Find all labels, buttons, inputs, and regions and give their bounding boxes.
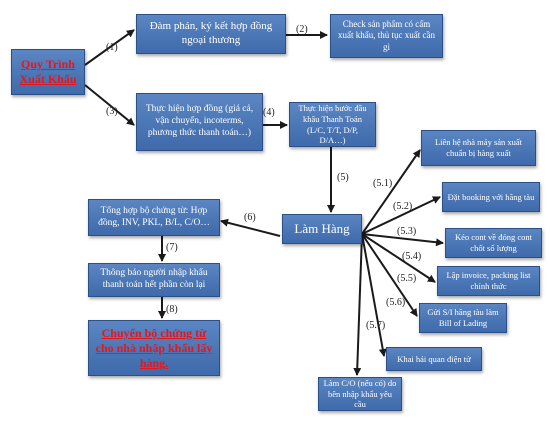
node-lam-hang: Làm Hàng <box>282 214 362 244</box>
node-thuc-hien-thanh-toan: Thực hiện bước đầu khâu Thanh Toán (L/C,… <box>289 102 376 147</box>
node-tong-hop-chung-tu: Tổng hợp bộ chứng từ: Hợp đồng, INV, PKL… <box>88 199 220 236</box>
step-label-5: (5) <box>337 172 349 183</box>
node-keo-cont: Kéo cont về đóng cont chốt số lượng <box>445 228 542 258</box>
node-chuyen-bo-chung-tu: Chuyển bộ chứng từ cho nhà nhập khẩu lấy… <box>88 320 220 376</box>
node-dat-booking: Đặt booking với hãng tàu <box>442 182 540 212</box>
node-lam-co: Làm C/O (nếu có) do bên nhập khẩu yêu cầ… <box>318 377 402 411</box>
arrow-1 <box>84 29 135 66</box>
node-thong-bao-thanh-toan: Thông báo người nhập khẩu thanh toán hết… <box>88 263 220 297</box>
node-check-san-pham: Check sản phẩm có cấm xuất khẩu, thủ tục… <box>330 14 443 58</box>
node-khai-hai-quan: Khai hải quan điện tử <box>386 347 482 371</box>
step-label-6: (6) <box>244 212 256 223</box>
node-dam-phan: Đàm phán, ký kết hợp đồng ngoại thương <box>136 14 286 54</box>
step-label-2: (2) <box>296 24 308 35</box>
arrow-5-7 <box>353 233 363 376</box>
node-lap-invoice-label: Lập invoice, packing list chính thức <box>446 270 531 291</box>
step-label-3: (3) <box>106 106 118 117</box>
node-quy-trinh-xuat-khau: Quy Trình Xuất Khẩu <box>11 49 85 95</box>
arrow-3 <box>84 84 135 126</box>
step-label-1: (1) <box>106 42 118 53</box>
arrow-5-2 <box>361 196 441 235</box>
step-label-5-6: (5.6) <box>386 297 406 308</box>
node-thong-bao-label: Thông báo người nhập khẩu thanh toán hết… <box>100 268 208 290</box>
node-dam-phan-label: Đàm phán, ký kết hợp đồng ngoại thương <box>149 20 273 46</box>
node-thuc-hien-thanh-toan-label: Thực hiện bước đầu khâu Thanh Toán (L/C,… <box>298 103 367 146</box>
step-label-8: (8) <box>166 304 178 315</box>
node-chuyen-bo-label: Chuyển bộ chứng từ cho nhà nhập khẩu lấy… <box>95 325 213 370</box>
node-lien-he-label: Liên hệ nhà máy sản xuất chuẩn bị hàng x… <box>434 137 523 158</box>
step-label-5-7: (5.7) <box>366 320 386 331</box>
node-dat-booking-label: Đặt booking với hãng tàu <box>447 191 535 202</box>
step-label-5-2: (5.2) <box>393 201 413 212</box>
node-quy-trinh-label: Quy Trình Xuất Khẩu <box>19 57 77 86</box>
node-tong-hop-label: Tổng hợp bộ chứng từ: Hợp đồng, INV, PKL… <box>98 205 210 228</box>
node-check-san-pham-label: Check sản phẩm có cấm xuất khẩu, thủ tục… <box>338 19 435 52</box>
step-label-5-5: (5.5) <box>397 273 417 284</box>
node-khai-hai-quan-label: Khai hải quan điện tử <box>397 353 471 364</box>
node-thuc-hien-hop-dong-label: Thực hiện hợp đồng (giá cả, vận chuyển, … <box>145 104 254 138</box>
arrow-5-4 <box>361 233 436 283</box>
node-thuc-hien-hop-dong: Thực hiện hợp đồng (giá cả, vận chuyển, … <box>136 93 263 151</box>
arrow-6 <box>220 218 281 237</box>
node-lam-hang-label: Làm Hàng <box>294 220 350 236</box>
step-label-4: (4) <box>263 107 275 118</box>
step-label-7: (7) <box>166 242 178 253</box>
node-gui-si-label: Gửi S/I hãng tàu làm Bill of Lading <box>427 307 499 328</box>
step-label-5-1: (5.1) <box>373 178 393 189</box>
node-lap-invoice: Lập invoice, packing list chính thức <box>437 266 540 296</box>
arrow-5-3 <box>361 233 444 247</box>
step-label-5-3: (5.3) <box>397 226 417 237</box>
arrow-5-1 <box>361 149 421 235</box>
arrow-5-6 <box>361 233 387 357</box>
node-gui-si: Gửi S/I hãng tàu làm Bill of Lading <box>419 303 507 333</box>
node-lien-he-nha-may: Liên hệ nhà máy sản xuất chuẩn bị hàng x… <box>421 130 536 166</box>
arrow-5-5 <box>361 233 418 317</box>
step-label-5-4: (5.4) <box>402 251 422 262</box>
node-keo-cont-label: Kéo cont về đóng cont chốt số lượng <box>455 232 532 253</box>
node-lam-co-label: Làm C/O (nếu có) do bên nhập khẩu yêu cầ… <box>323 378 397 410</box>
